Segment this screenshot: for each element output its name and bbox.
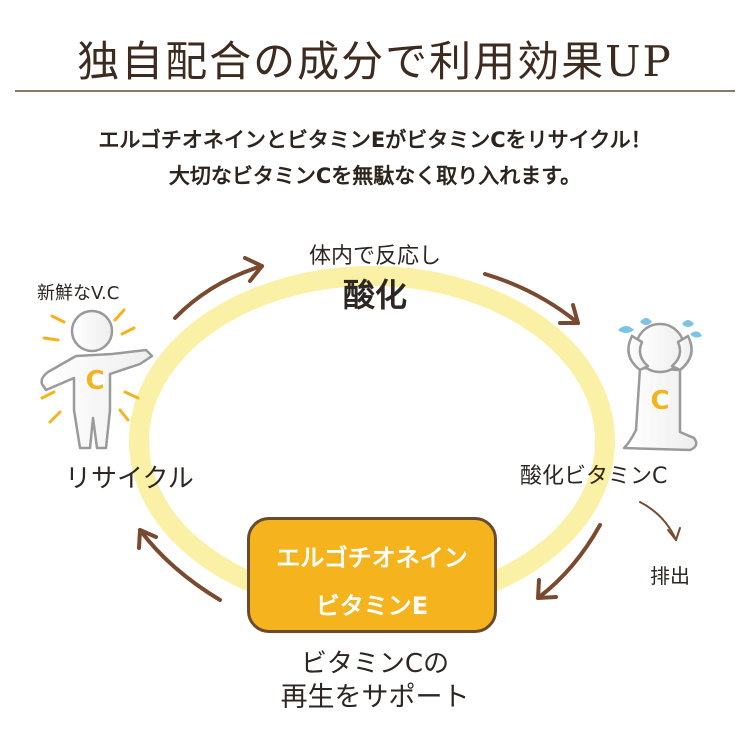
fresh-figure-c-badge: C — [85, 366, 104, 396]
oxidized-vc-label: 酸化ビタミンC — [520, 464, 668, 489]
arrow-oxidize-to-oxidized — [483, 272, 580, 325]
excrete-label: 排出 — [650, 564, 690, 588]
arrow-oxidized-to-box — [536, 523, 602, 600]
oxidize-reaction-label: 体内で反応し — [308, 244, 441, 269]
intro-line-1: エルゴチオネインとビタミンEがビタミンCをリサイクル！ — [98, 128, 652, 152]
intro-line-2: 大切なビタミンCを無駄なく取り入れます。 — [168, 164, 582, 188]
sparkle-lines — [40, 308, 140, 424]
support-label-line-1: ビタミンCの — [300, 649, 450, 679]
fresh-vc-label: 新鮮なV.C — [37, 283, 120, 304]
sweat-drops — [618, 318, 702, 338]
fresh-vitamin-c-figure: C — [40, 308, 154, 450]
ingredient-ergothioneine: エルゴチオネイン — [276, 544, 468, 572]
oxidized-vitamin-c-figure: C — [618, 318, 702, 452]
recycle-label: リサイクル — [65, 464, 194, 494]
arrow-excrete — [639, 501, 681, 541]
title-divider — [15, 90, 735, 92]
support-label-line-2: 再生をサポート — [280, 682, 470, 713]
oxidize-label: 酸化 — [342, 276, 407, 314]
ingredient-vitamin-e: ビタミンE — [315, 592, 429, 620]
arrow-fresh-to-oxidize — [173, 256, 264, 320]
ingredient-box: エルゴチオネイン ビタミンE — [247, 517, 497, 633]
arrow-box-to-recycle — [137, 528, 222, 602]
page-title: 独自配合の成分で利用効果UP — [77, 37, 673, 86]
oxidized-figure-c-badge: C — [650, 386, 669, 416]
